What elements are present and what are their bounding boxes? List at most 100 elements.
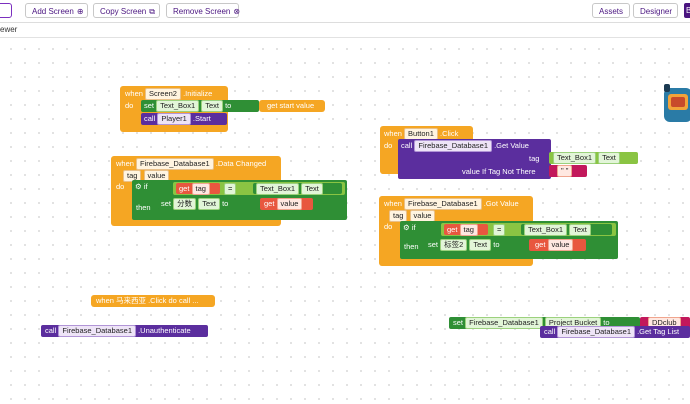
call-keyword: call <box>544 327 556 336</box>
value-variable[interactable]: value <box>276 198 303 210</box>
call-keyword: call <box>144 114 156 123</box>
do-keyword: do <box>125 101 134 110</box>
do-keyword: do <box>116 182 125 191</box>
designer-label: Designer <box>640 7 673 16</box>
then-keyword: then <box>136 203 151 212</box>
method-name: .Get Value <box>494 141 529 150</box>
target-component[interactable]: Text_Box1 <box>553 152 597 164</box>
set-keyword: set <box>144 101 155 110</box>
set-keyword: set <box>161 199 172 208</box>
target-component[interactable]: Text_Box1 <box>256 183 300 195</box>
event-name: .Got Value <box>483 199 519 208</box>
player-component[interactable]: Player1 <box>157 113 191 125</box>
component-name[interactable]: Firebase_Database1 <box>136 158 214 170</box>
textbox-text-getter[interactable]: Text_Box1 Text <box>521 224 612 236</box>
get-start-value-label: get start value <box>267 101 315 110</box>
component-name[interactable]: Screen2 <box>145 88 181 100</box>
set-target-component[interactable]: 标签2 <box>440 239 468 251</box>
gear-icon[interactable]: ⚙ <box>135 182 142 191</box>
call-get-tag-list-block[interactable]: call Firebase_Database1 .Get Tag List <box>540 326 690 338</box>
compare-block[interactable]: get tag = Text_Box1 Text <box>173 182 345 195</box>
empty-string[interactable]: " " <box>557 165 573 177</box>
mascot-icon <box>664 84 690 122</box>
blocks-button[interactable]: B <box>684 3 690 18</box>
value-if-tag-not-there-label: value If Tag Not There <box>462 167 536 176</box>
value-variable[interactable]: value <box>547 239 574 251</box>
call-get-value-block[interactable]: call Firebase_Database1 .Get Value tag v… <box>398 139 551 179</box>
method-name: .Get Tag List <box>637 327 680 336</box>
equals-operator[interactable]: = <box>224 183 237 195</box>
get-value-block[interactable]: get value <box>529 239 586 251</box>
add-screen-label: Add Screen <box>32 7 74 16</box>
get-tag-block[interactable]: get tag <box>444 224 488 236</box>
do-keyword: do <box>384 141 393 150</box>
tag-param-label: tag <box>529 154 540 163</box>
get-value-block[interactable]: get value <box>260 198 313 210</box>
tag-variable[interactable]: tag <box>191 183 210 195</box>
add-screen-button[interactable]: Add Screen⊕ <box>25 3 88 18</box>
when-keyword: when <box>116 159 134 168</box>
get-tag-block[interactable]: get tag <box>176 183 220 195</box>
target-property[interactable]: Text <box>201 100 223 112</box>
screen-selector-button[interactable] <box>0 3 12 18</box>
equals-operator[interactable]: = <box>493 224 506 236</box>
get-keyword: get <box>535 240 546 249</box>
target-component[interactable]: Text_Box1 <box>156 100 200 112</box>
viewer-label: ewer <box>0 25 18 34</box>
compare-block[interactable]: get tag = Text_Box1 Text <box>441 223 616 236</box>
toolbar: Add Screen⊕ Copy Screen⧉ Remove Screen⊗ … <box>0 0 690 23</box>
target-property[interactable]: Text <box>301 183 323 195</box>
do-keyword: do <box>384 222 393 231</box>
firebase-component[interactable]: Firebase_Database1 <box>465 317 543 329</box>
set-label-block[interactable]: set 标签2 Text to <box>425 239 529 251</box>
to-keyword: to <box>225 101 232 110</box>
set-textbox-block[interactable]: set Text_Box1 Text to <box>141 100 259 112</box>
get-start-value-block[interactable]: get start value <box>259 100 325 112</box>
textbox-text-getter[interactable]: Text_Box1 Text <box>549 152 638 164</box>
event-name: .Click <box>439 129 459 138</box>
set-target-property[interactable]: Text <box>198 198 220 210</box>
assets-button[interactable]: Assets <box>592 3 630 18</box>
firebase-component[interactable]: Firebase_Database1 <box>414 140 492 152</box>
blocks-workspace[interactable]: when Screen2 .Initialize do set Text_Box… <box>0 38 690 404</box>
copy-icon: ⧉ <box>149 7 155 16</box>
if-keyword: if <box>143 182 148 191</box>
target-component[interactable]: Text_Box1 <box>524 224 568 236</box>
set-keyword: set <box>453 318 464 327</box>
call-player-start-block[interactable]: call Player1 .Start <box>141 113 227 125</box>
remove-screen-button[interactable]: Remove Screen⊗ <box>166 3 241 18</box>
assets-label: Assets <box>599 7 624 16</box>
if-keyword: if <box>411 223 416 232</box>
add-icon: ⊕ <box>76 7 84 16</box>
remove-screen-label: Remove Screen <box>173 7 231 16</box>
tag-variable[interactable]: tag <box>459 224 478 236</box>
when-keyword: when <box>125 89 143 98</box>
get-keyword: get <box>447 225 458 234</box>
collapsed-click-block[interactable]: when 马来西亚 .Click do call ... <box>91 295 215 307</box>
designer-button[interactable]: Designer <box>633 3 678 18</box>
component-name[interactable]: Firebase_Database1 <box>404 198 482 210</box>
copy-screen-button[interactable]: Copy Screen⧉ <box>93 3 160 18</box>
then-keyword: then <box>404 242 419 251</box>
get-keyword: get <box>179 184 190 193</box>
target-property[interactable]: Text <box>598 152 620 164</box>
target-property[interactable]: Text <box>569 224 591 236</box>
to-keyword: to <box>603 318 610 327</box>
set-target-component[interactable]: 分数 <box>173 198 197 210</box>
get-keyword: get <box>264 199 275 208</box>
set-keyword: set <box>428 240 439 249</box>
blocks-label: B <box>686 6 690 15</box>
firebase-component[interactable]: Firebase_Database1 <box>58 325 136 337</box>
call-unauthenticate-block[interactable]: call Firebase_Database1 .Unauthenticate <box>41 325 208 337</box>
call-keyword: call <box>45 326 57 335</box>
event-name: .Data Changed <box>215 159 267 168</box>
firebase-component[interactable]: Firebase_Database1 <box>557 326 635 338</box>
empty-text-block[interactable]: " " <box>549 165 587 177</box>
event-name: .Initialize <box>183 89 213 98</box>
remove-icon: ⊗ <box>233 7 241 16</box>
textbox-text-getter[interactable]: Text_Box1 Text <box>253 183 342 195</box>
set-target-property[interactable]: Text <box>469 239 492 251</box>
when-keyword: when <box>384 129 402 138</box>
gear-icon[interactable]: ⚙ <box>403 223 410 232</box>
set-score-block[interactable]: set 分数 Text to <box>158 198 260 210</box>
